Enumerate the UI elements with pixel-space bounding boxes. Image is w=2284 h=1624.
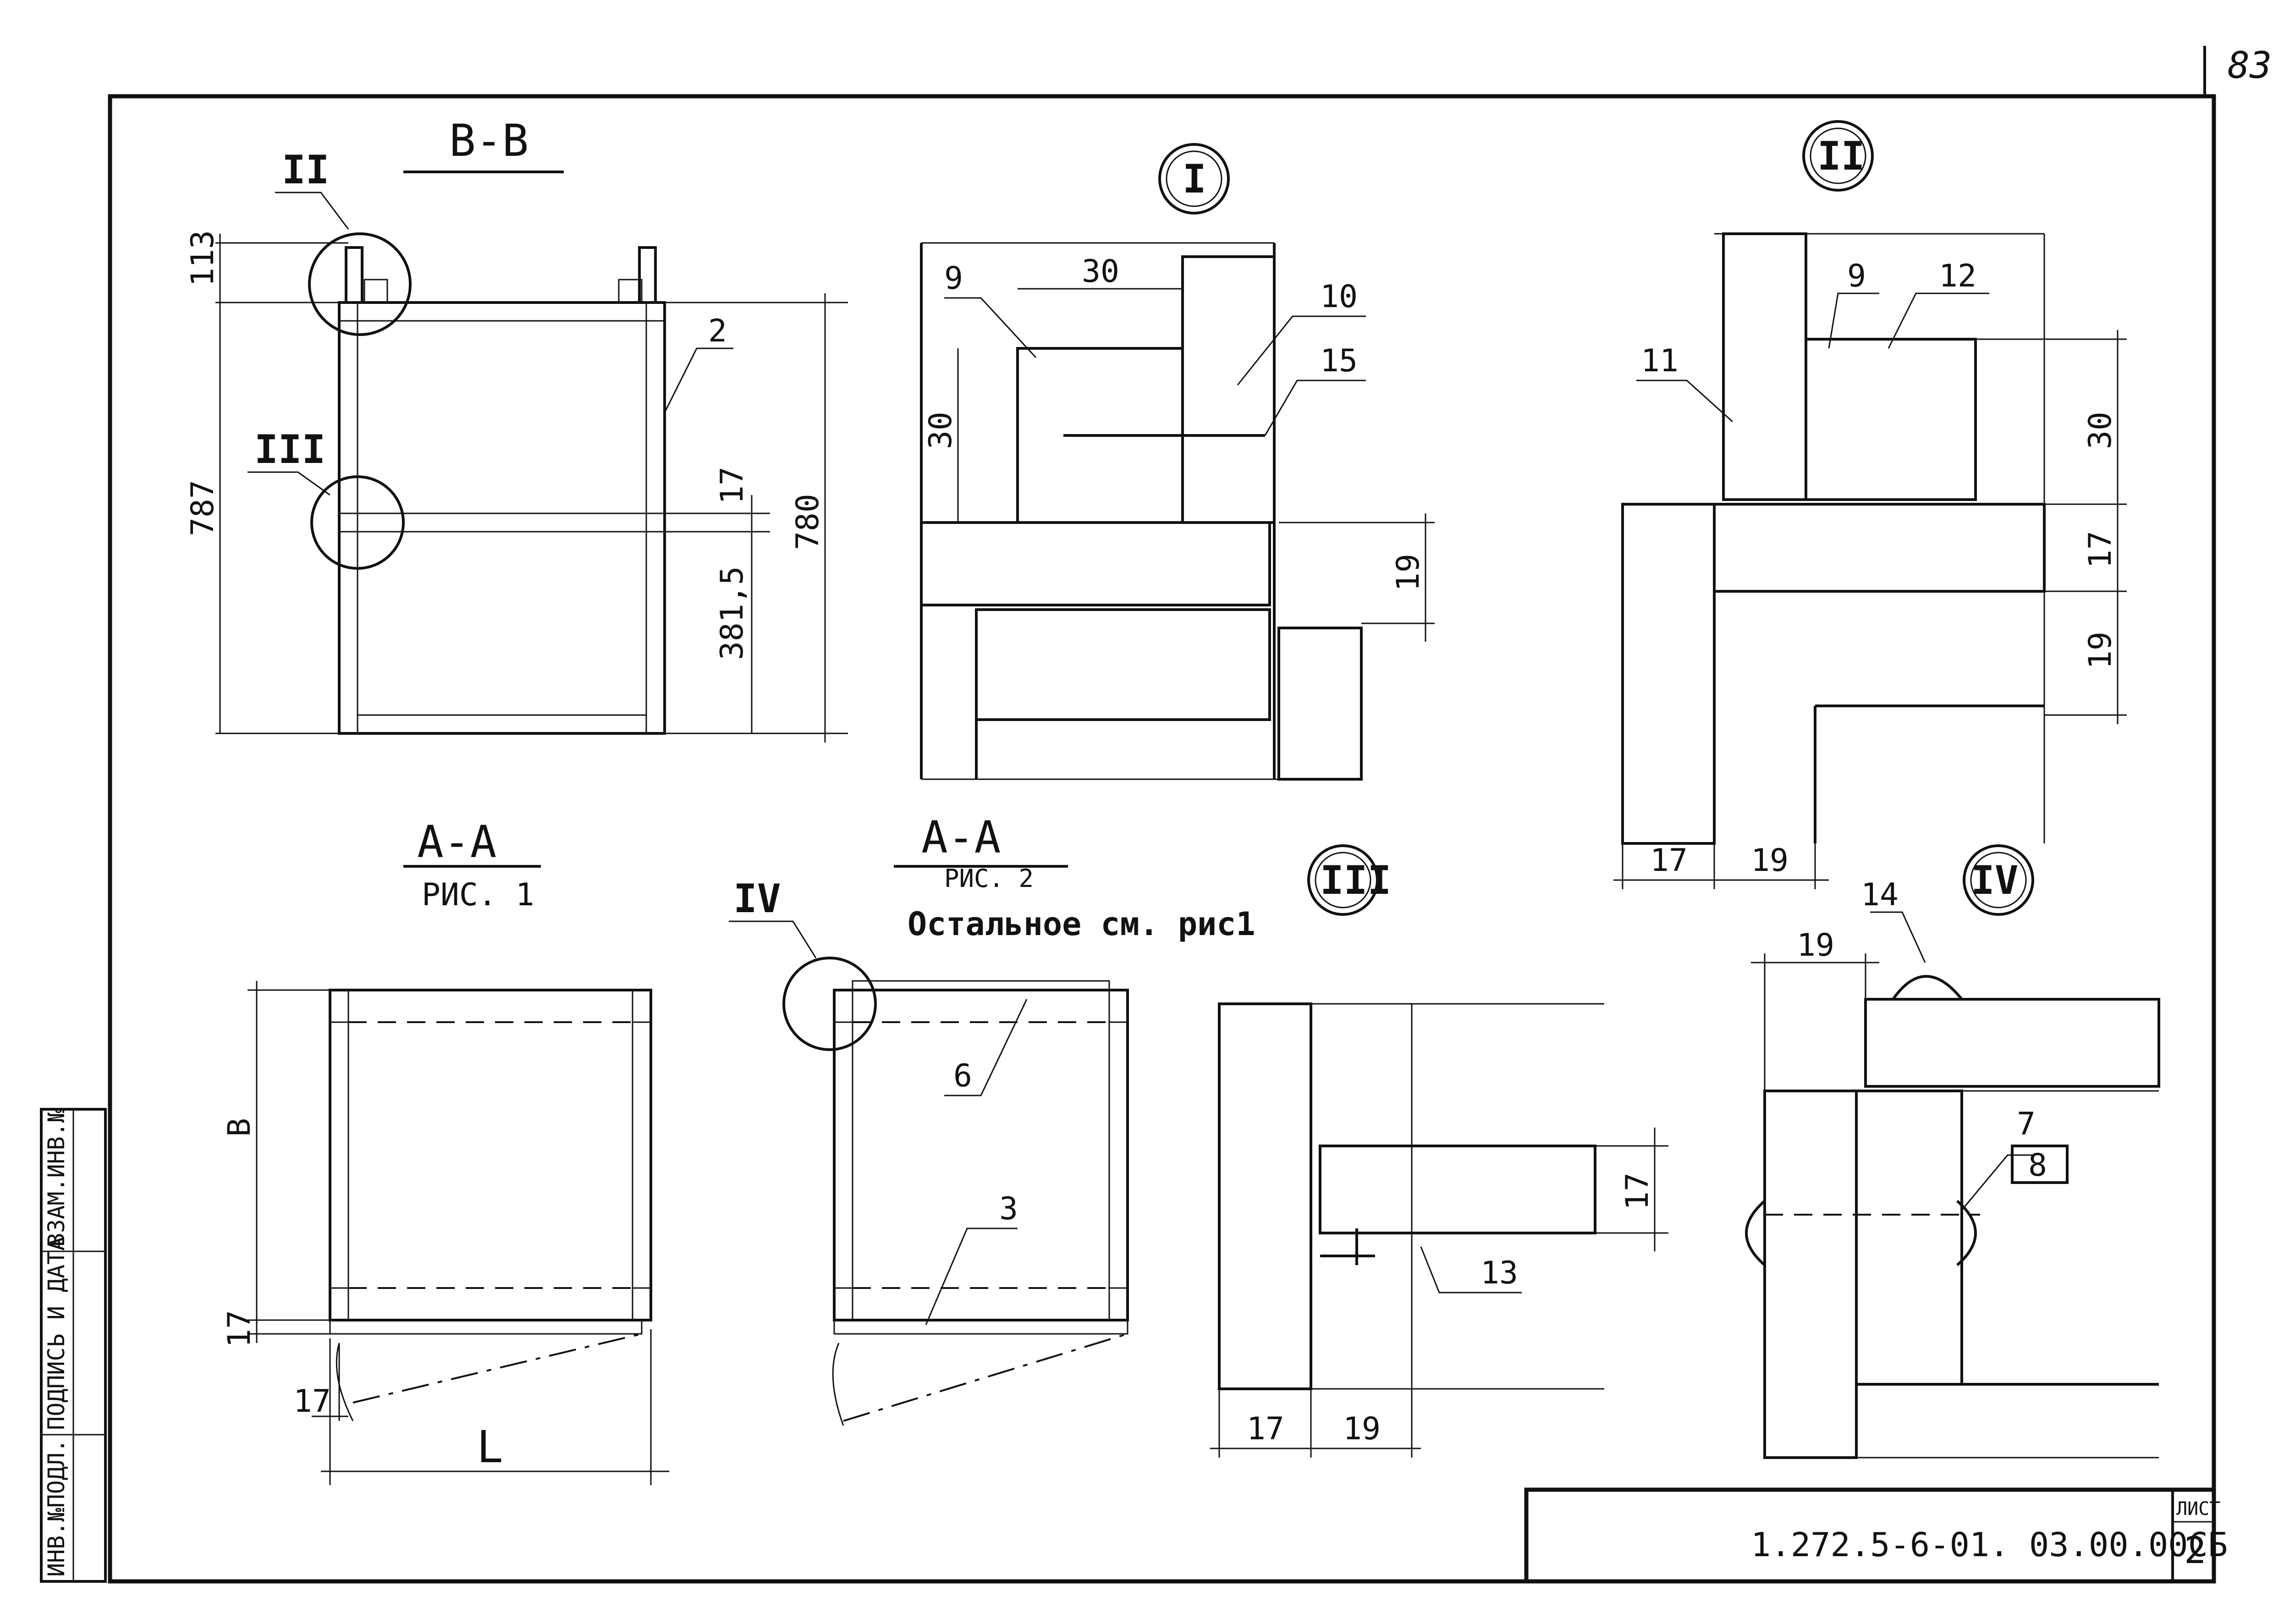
sheet-number: 2 (2184, 1529, 2206, 1572)
side-stamp: ИНВ.№ПОДЛ. ПОДПИСЬ И ДАТА ВЗАМ.ИНВ.№ (40, 1108, 107, 1583)
stamp-replace-inv: ВЗАМ.ИНВ.№ (43, 1109, 70, 1247)
dim-n2-19: 19 (2082, 632, 2119, 669)
stamp-inv-orig: ИНВ.№ПОДЛ. (43, 1439, 70, 1577)
callout-ii: II (282, 147, 330, 193)
page-number: 83 (2228, 44, 2272, 87)
title-block: 1.272.5-6-01. 03.00.00СБ ЛИСТ 2 (1524, 1487, 2228, 1584)
dim-aa-l: L (477, 1421, 503, 1473)
callout-10: 10 (1320, 279, 1358, 315)
rest-note: Остальное см. рис1 (908, 905, 1255, 943)
drawing-code: 1.272.5-6-01. 03.00.00СБ (1751, 1525, 2228, 1564)
dim-aa-17-bottom: 17 (293, 1383, 331, 1420)
callout-iii: III (254, 427, 325, 473)
dim-bb-780: 780 (790, 494, 826, 550)
dim-bb-113: 113 (185, 230, 221, 286)
callout-3: 3 (999, 1191, 1018, 1227)
dim-n2-30: 30 (2082, 412, 2119, 449)
callout-14: 14 (1861, 877, 1899, 913)
dim-aa-17-left: 17 (221, 1310, 258, 1348)
dim-n3-17-right: 17 (1619, 1173, 1656, 1210)
node-2-label: II (1817, 133, 1865, 179)
dim-bb-17: 17 (714, 467, 750, 504)
view-aa-2-caption: РИС. 2 (944, 864, 1034, 893)
callout-9b: 9 (1847, 258, 1866, 294)
dim-n4-19: 19 (1797, 927, 1834, 963)
callout-11: 11 (1641, 343, 1679, 379)
sheet-label: ЛИСТ (2176, 1498, 2220, 1519)
dim-n2-19-bottom: 19 (1751, 842, 1789, 879)
callout-6: 6 (953, 1058, 972, 1094)
dim-n1-30-horizontal: 30 (1082, 253, 1119, 290)
node-4-label: IV (1971, 858, 2019, 903)
node-3: III 13 17 17 19 (1210, 844, 1668, 1458)
callout-13: 13 (1480, 1255, 1518, 1291)
dim-n1-30-vertical: 30 (923, 412, 959, 449)
dim-n2-17-bottom: 17 (1650, 842, 1688, 879)
node-1: I 30 30 19 9 10 15 (920, 143, 1435, 781)
view-aa-1-caption: РИС. 1 (422, 877, 534, 913)
callout-8: 8 (2028, 1147, 2047, 1184)
sheet-frame: 83 (108, 44, 2272, 1584)
view-bb: В-В 113 787 780 17 381,5 I (185, 115, 848, 743)
view-aa-1-title: А-А (417, 816, 496, 868)
dim-bb-381: 381,5 (714, 566, 750, 660)
node-1-label: I (1183, 156, 1206, 202)
view-aa-2-title: А-А (921, 812, 1001, 863)
view-aa-1: А-А РИС. 1 В 17 17 L (221, 816, 669, 1485)
dim-n2-17: 17 (2082, 531, 2119, 568)
callout-9: 9 (944, 260, 963, 297)
dim-n3-17-bottom: 17 (1247, 1411, 1284, 1447)
callout-7: 7 (2017, 1106, 2036, 1142)
node-2: II 30 17 19 17 19 9 12 11 (1613, 120, 2127, 889)
callout-12: 12 (1939, 258, 1976, 294)
callout-2: 2 (708, 313, 727, 349)
stamp-signature-date: ПОДПИСЬ И ДАТА (43, 1237, 70, 1430)
dim-n1-19: 19 (1390, 554, 1426, 591)
callout-15: 15 (1320, 343, 1358, 379)
node-3-label: III (1320, 858, 1391, 903)
node-4: IV 19 14 7 8 (1745, 844, 2160, 1459)
dim-aa-b: В (221, 1118, 258, 1137)
view-bb-title: В-В (449, 115, 528, 166)
view-aa-2: А-А РИС. 2 Остальное см. рис1 IV 6 3 (729, 812, 1255, 1426)
dim-bb-787: 787 (185, 480, 221, 536)
dim-n3-19-bottom: 19 (1343, 1411, 1381, 1447)
callout-iv: IV (733, 876, 781, 922)
